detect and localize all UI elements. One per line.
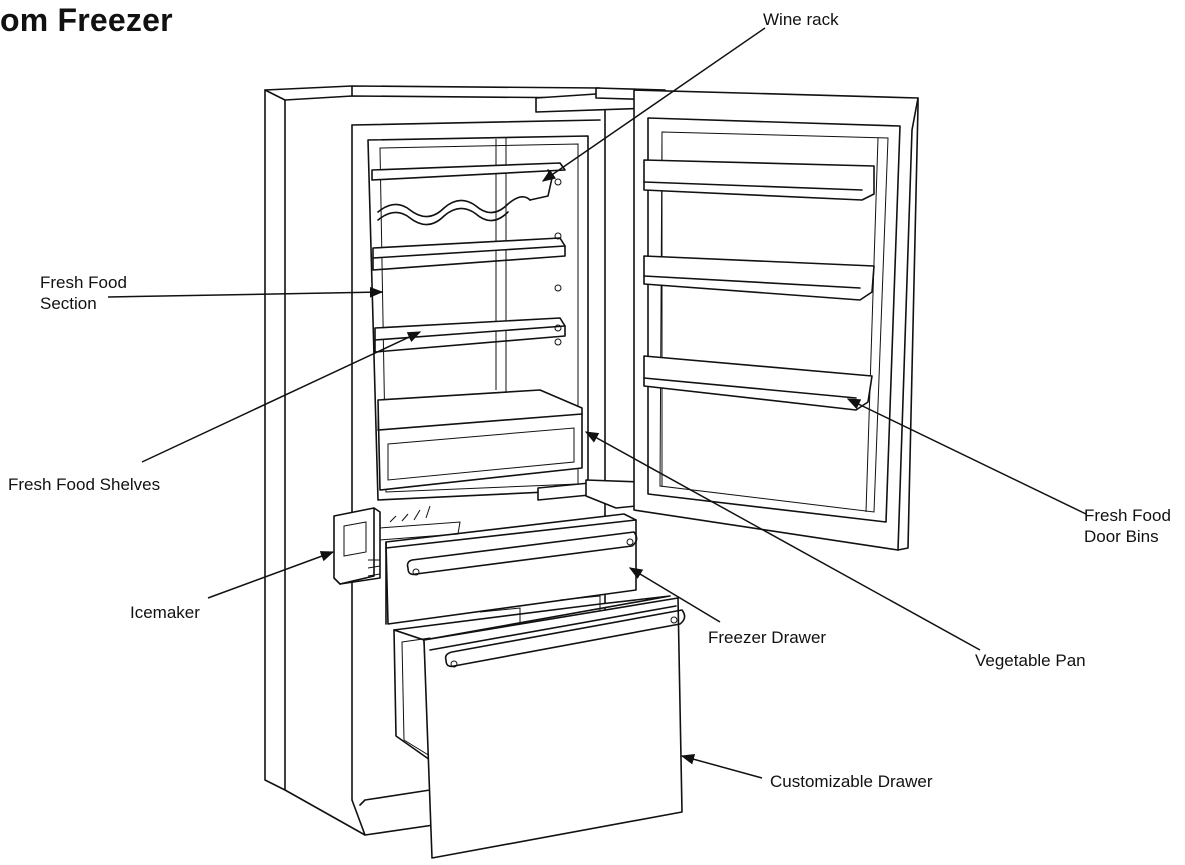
- wine-rack-label: Wine rack: [763, 10, 839, 29]
- wine-rack-leader: [541, 27, 766, 182]
- fresh-food-section-line-2: Section: [40, 294, 97, 313]
- customizable-drawer-outline: [393, 595, 686, 859]
- freezer-drawer-label: Freezer Drawer: [708, 628, 827, 647]
- door-bins-line-2: Door Bins: [1084, 527, 1159, 546]
- leader-lines: [107, 27, 1087, 779]
- fresh-food-shelf-group: [371, 162, 566, 353]
- open-door-outline: [633, 89, 919, 551]
- fresh-food-section-line-1: Fresh Food: [40, 273, 127, 292]
- vegetable-pan-outline: [377, 389, 583, 491]
- icemaker-leader: [207, 551, 335, 599]
- fresh-food-section-leader: [107, 286, 384, 298]
- page-title: om Freezer: [0, 2, 173, 38]
- fresh-food-shelves-label: Fresh Food Shelves: [8, 475, 161, 494]
- door-bins-outline: [643, 159, 875, 411]
- customizable-drawer-leader: [680, 754, 763, 779]
- door-bins-leader: [846, 398, 1087, 515]
- freezer-drawer-leader: [628, 567, 721, 623]
- fresh-food-shelves-leader: [141, 331, 422, 463]
- icemaker-outline: [333, 505, 461, 585]
- freezer-drawer-outline: [385, 513, 638, 625]
- fresh-food-section-label: Fresh Food Section: [40, 272, 127, 314]
- fresh-food-door-bins-label: Fresh Food Door Bins: [1084, 505, 1171, 547]
- icemaker-label: Icemaker: [130, 603, 200, 622]
- vegetable-pan-label: Vegetable Pan: [975, 651, 1086, 670]
- vegetable-pan-leader: [584, 431, 981, 651]
- customizable-drawer-label: Customizable Drawer: [770, 772, 933, 791]
- door-bins-line-1: Fresh Food: [1084, 506, 1171, 525]
